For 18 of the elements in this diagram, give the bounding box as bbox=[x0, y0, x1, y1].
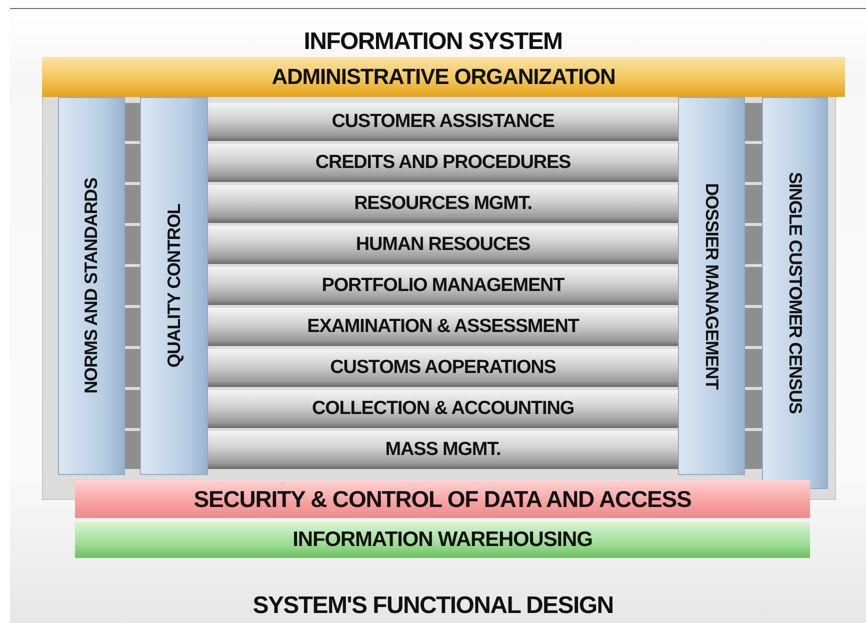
layer-bar: ADMINISTRATIVE ORGANIZATION bbox=[42, 57, 845, 97]
layer-bar: SECURITY & CONTROL OF DATA AND ACCESS bbox=[75, 480, 810, 518]
vertical-column: DOSSIER MANAGEMENT bbox=[678, 97, 745, 475]
module-bar: RESOURCES MGMT. bbox=[208, 185, 678, 223]
vertical-column: SINGLE CUSTOMER CENSUS bbox=[762, 97, 828, 489]
vertical-column: QUALITY CONTROL bbox=[140, 97, 208, 475]
diagram-caption: SYSTEM'S FUNCTIONAL DESIGN bbox=[252, 592, 614, 620]
module-bar: CREDITS AND PROCEDURES bbox=[208, 144, 678, 182]
layer-bar: INFORMATION WAREHOUSING bbox=[75, 522, 810, 558]
module-bar: MASS MGMT. bbox=[208, 431, 678, 469]
module-bar: CUSTOMER ASSISTANCE bbox=[208, 103, 678, 141]
module-bar: EXAMINATION & ASSESSMENT bbox=[208, 308, 678, 346]
vertical-column: NORMS AND STANDARDS bbox=[58, 97, 125, 475]
module-bar: CUSTOMS AOPERATIONS bbox=[208, 349, 678, 387]
module-bar: COLLECTION & ACCOUNTING bbox=[208, 390, 678, 428]
module-bar: HUMAN RESOUCES bbox=[208, 226, 678, 264]
diagram-title: INFORMATION SYSTEM bbox=[302, 28, 564, 56]
module-bar: PORTFOLIO MANAGEMENT bbox=[208, 267, 678, 305]
